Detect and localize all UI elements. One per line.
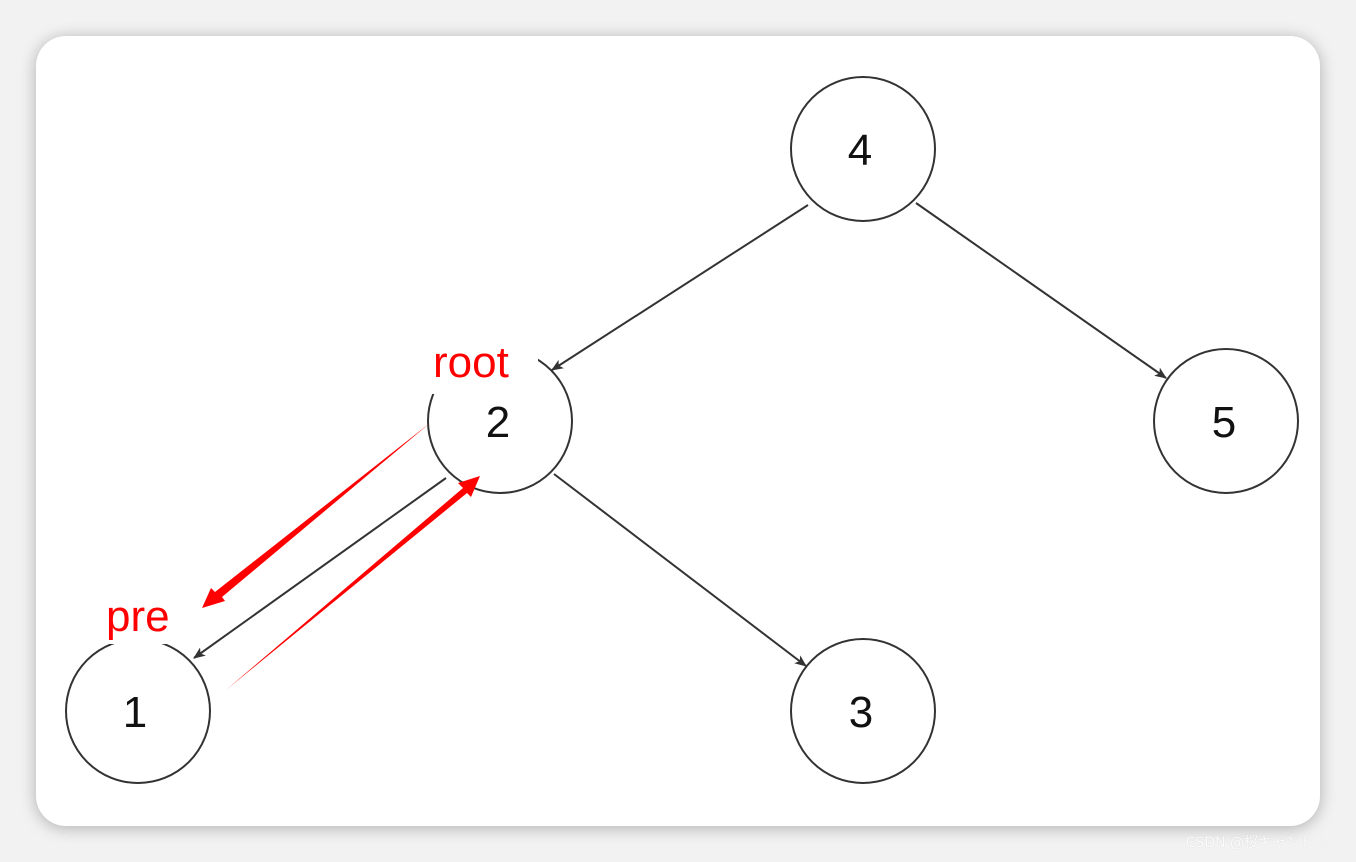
root-label-background [428,314,538,394]
node-4 [790,76,936,222]
edge-2-3 [553,473,807,667]
tree-edges [193,202,1167,667]
edge-4-5 [915,202,1167,379]
node-2-label: 2 [486,398,510,447]
pre-label-background [90,574,190,644]
root-label: root [433,338,509,387]
pre-label: pre [106,592,170,641]
arrow-pre-to-root [226,476,480,690]
highlight-arrows [202,423,480,690]
node-4-label: 4 [848,126,872,175]
watermark: CSDN @桜キャンドル [1185,835,1328,851]
edge-4-2 [551,204,809,371]
diagram-card [36,36,1320,826]
tree-nodes [65,76,1299,784]
node-3-label: 3 [849,688,873,737]
node-1-label: 1 [123,688,147,737]
node-3 [790,638,936,784]
arrow-root-to-pre [202,423,430,608]
node-5-label: 5 [1212,398,1236,447]
edge-2-1 [193,477,447,659]
node-5 [1153,348,1299,494]
